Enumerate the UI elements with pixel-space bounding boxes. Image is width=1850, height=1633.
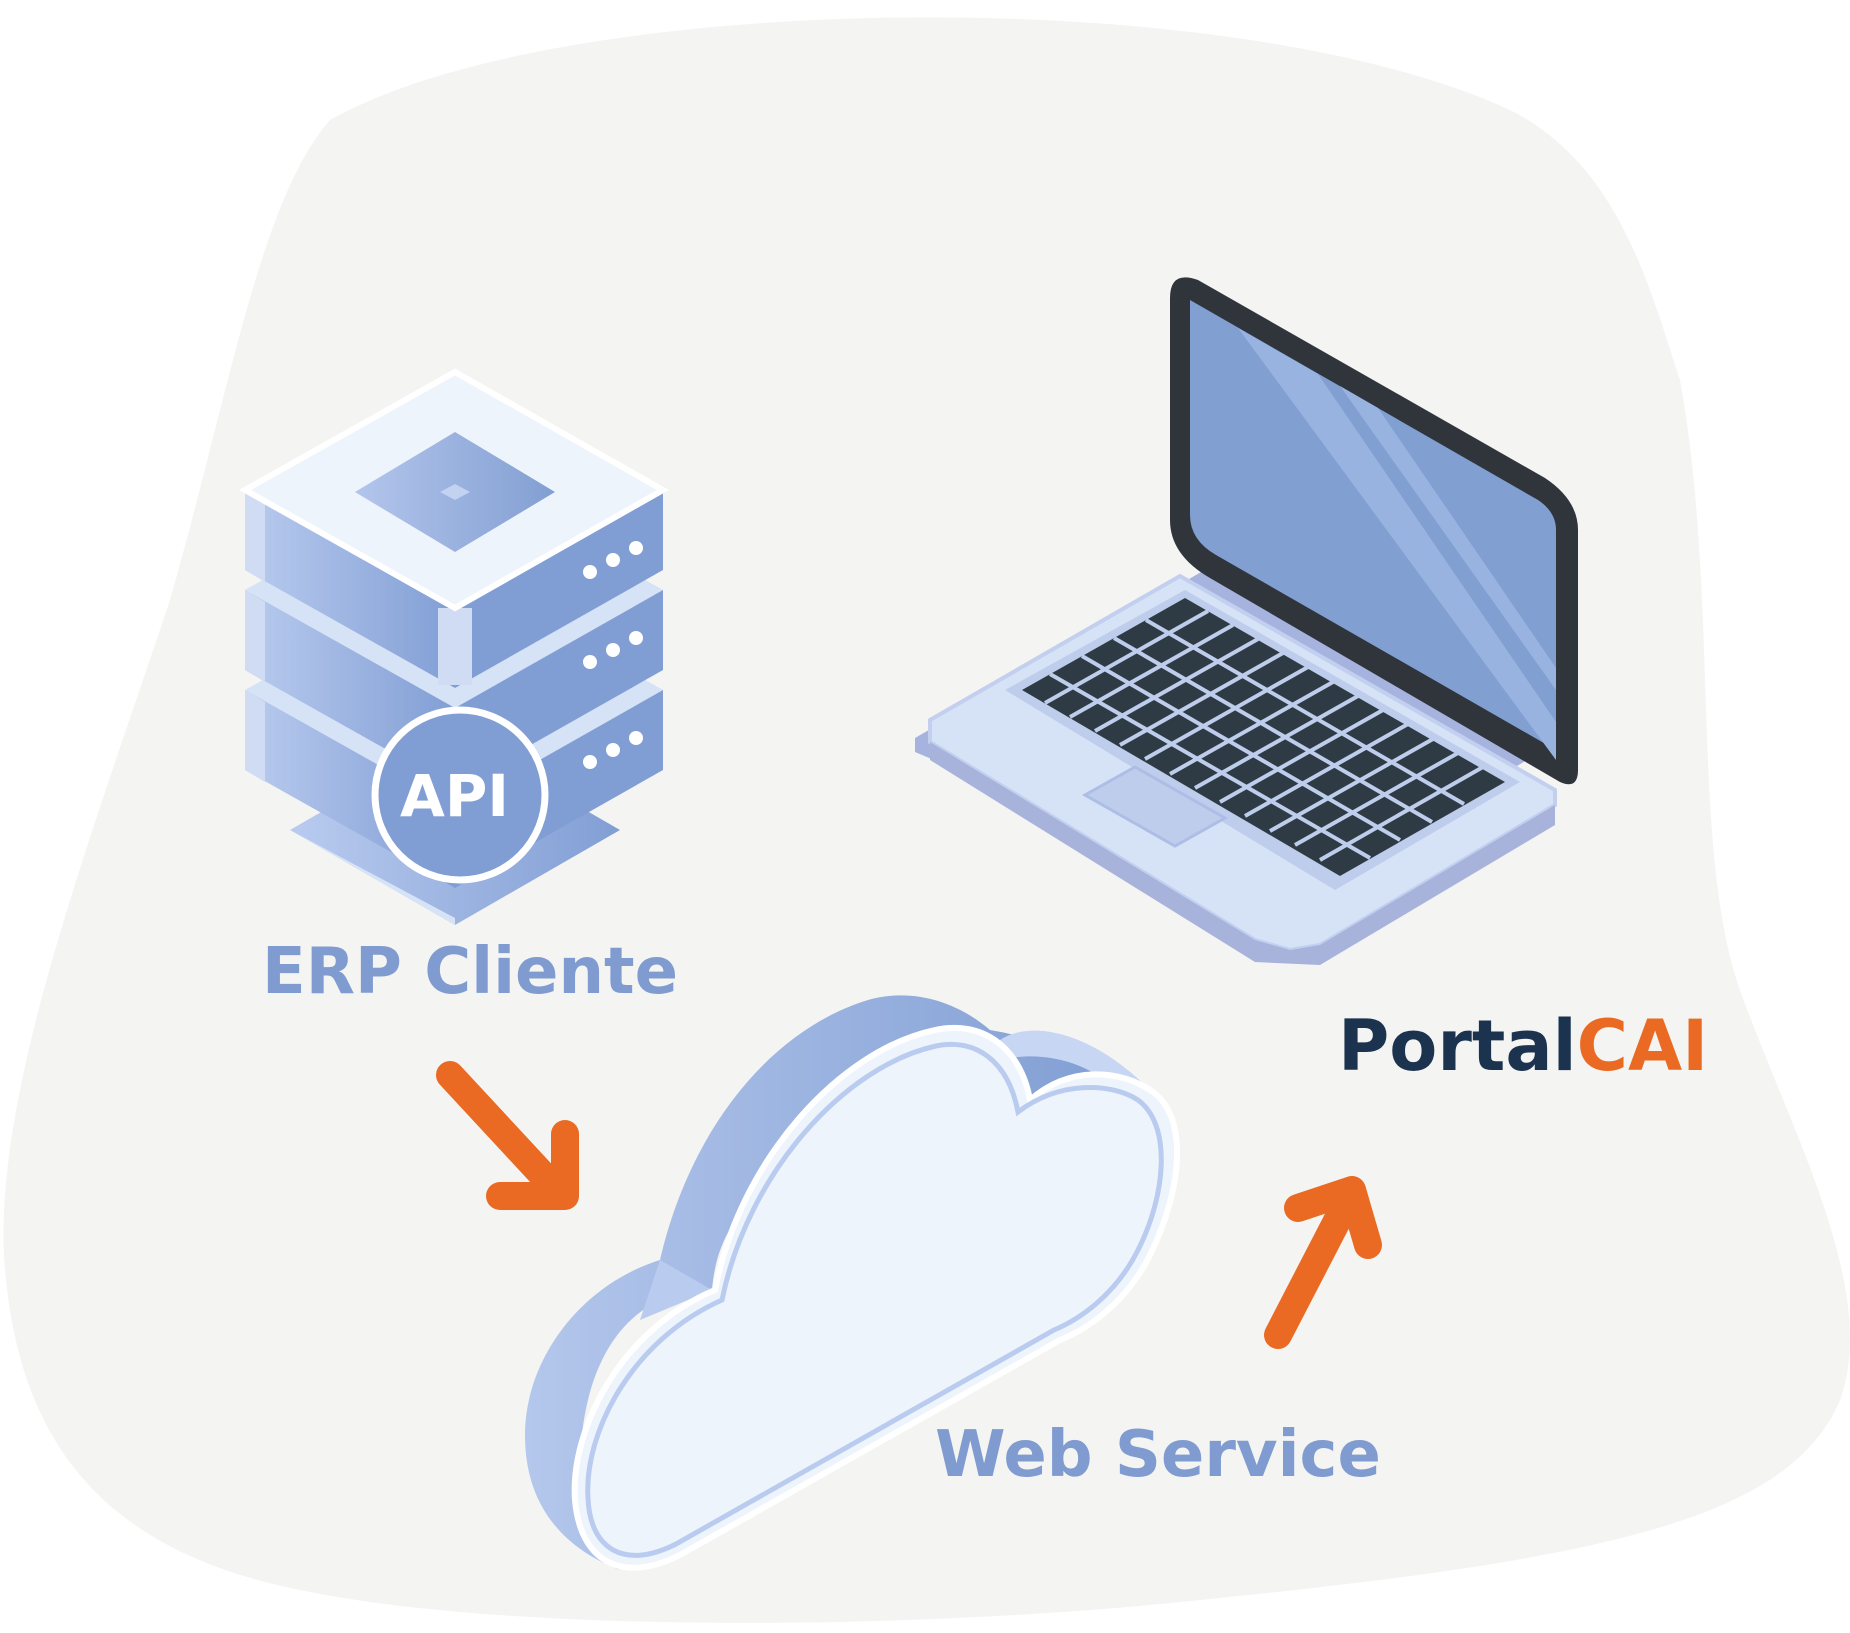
- arrow-webservice-to-portal: [1264, 1176, 1382, 1349]
- brand-part-cai: CAI: [1576, 1005, 1709, 1087]
- portal-cai-logo: PortalCAI: [1338, 1005, 1708, 1087]
- laptop-icon: [915, 277, 1578, 965]
- server-stack-icon: [238, 368, 670, 925]
- api-badge-label: API: [400, 762, 509, 830]
- brand-part-portal: Portal: [1338, 1005, 1577, 1087]
- cloud-icon: [525, 995, 1180, 1571]
- arrow-erp-to-webservice: [436, 1061, 579, 1210]
- erp-cliente-label: ERP Cliente: [262, 935, 678, 1009]
- web-service-label: Web Service: [935, 1418, 1381, 1492]
